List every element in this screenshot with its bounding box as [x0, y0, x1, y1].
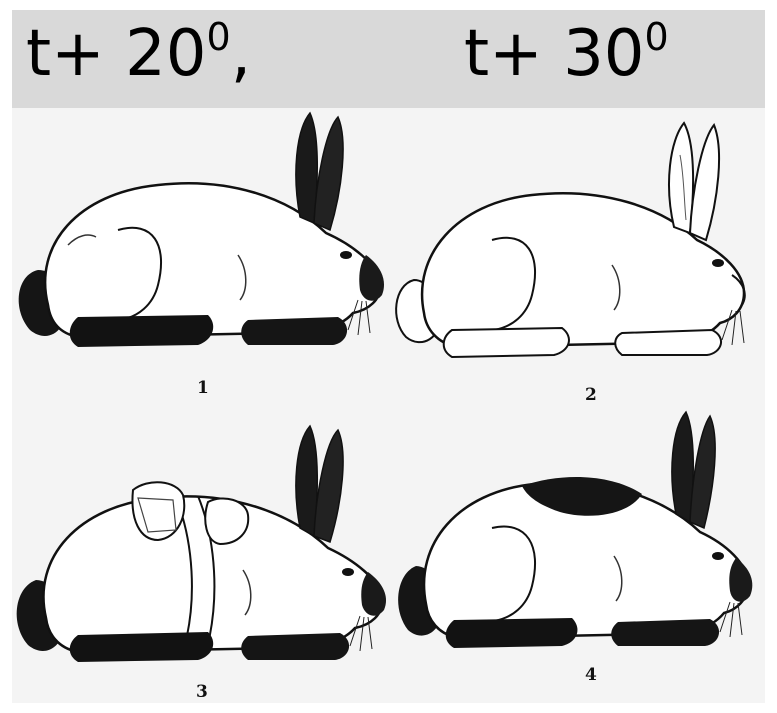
figure-number-2: 2	[585, 385, 597, 405]
figure-number-1: 1	[197, 378, 209, 398]
rabbit-4-illustration	[392, 408, 767, 663]
label-t-plus-20-comma: ,	[231, 17, 251, 91]
label-t-plus-30-text: t+ 30	[464, 17, 645, 91]
temperature-header: t+ 200, t+ 300	[12, 10, 765, 108]
label-t-plus-30-degree: 0	[645, 15, 669, 59]
rabbit-1-illustration	[8, 105, 393, 360]
figure-number-4: 4	[585, 665, 597, 685]
label-t-plus-20-degree: 0	[207, 15, 231, 59]
label-t-plus-30: t+ 300	[464, 22, 669, 86]
label-t-plus-20: t+ 200,	[26, 22, 251, 86]
label-t-plus-20-text: t+ 20	[26, 17, 207, 91]
rabbit-3-illustration	[8, 420, 393, 675]
figure-number-3: 3	[196, 682, 208, 702]
rabbit-2-illustration	[392, 115, 767, 370]
